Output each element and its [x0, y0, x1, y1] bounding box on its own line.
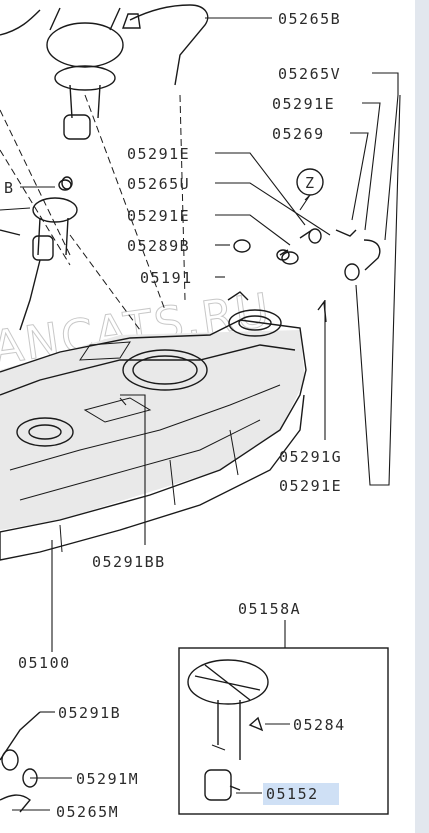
callout-05265M[interactable]: 05265M [56, 803, 119, 821]
dashed-guide-2 [0, 149, 71, 266]
callout-highlight [263, 783, 339, 805]
callout-05191[interactable]: 05191 [140, 269, 193, 287]
inset-05158A[interactable] [178, 647, 389, 815]
callout-05291E[interactable]: 05291E [272, 95, 335, 113]
dashed-guide-3 [69, 234, 141, 331]
callout-05265V[interactable]: 05265V [278, 65, 341, 83]
callout-05289B[interactable]: 05289B [127, 237, 190, 255]
callout-05291B[interactable]: 05291B [58, 704, 121, 722]
callout-05291E-3[interactable]: 05291E [127, 207, 190, 225]
callout-05158A[interactable]: 05158A [238, 600, 301, 618]
callout-05265U[interactable]: 05265U [127, 175, 190, 193]
callout-05291E-2[interactable]: 05291E [127, 145, 190, 163]
callout-05269[interactable]: 05269 [272, 125, 325, 143]
page-edge-strip [415, 0, 429, 833]
callout-05152[interactable]: 05152 [266, 785, 319, 803]
view-marker-z: Z [296, 168, 324, 196]
callout-05265B[interactable]: 05265B [278, 10, 341, 28]
callout-05291BB[interactable]: 05291BB [92, 553, 166, 571]
fuel-tank[interactable] [0, 309, 307, 561]
dashed-guide-4 [84, 94, 166, 311]
leader-lines [12, 17, 401, 811]
view-marker-z-label: Z [305, 174, 316, 192]
callout-05291M[interactable]: 05291M [76, 770, 139, 788]
dashed-guide-5 [179, 94, 186, 301]
dashed-guide-1 [0, 109, 71, 256]
filler-hose-parts[interactable] [0, 711, 41, 813]
fuel-pump-top[interactable] [0, 4, 209, 140]
fuel-pump-left[interactable] [0, 179, 78, 331]
callout-05291G[interactable]: 05291G [279, 448, 342, 466]
callout-05100[interactable]: 05100 [18, 654, 71, 672]
callout-05284[interactable]: 05284 [293, 716, 346, 734]
hose-clamp-parts[interactable] [61, 176, 381, 323]
callout-05291E-4[interactable]: 05291E [279, 477, 342, 495]
callout-B[interactable]: B [4, 179, 15, 197]
